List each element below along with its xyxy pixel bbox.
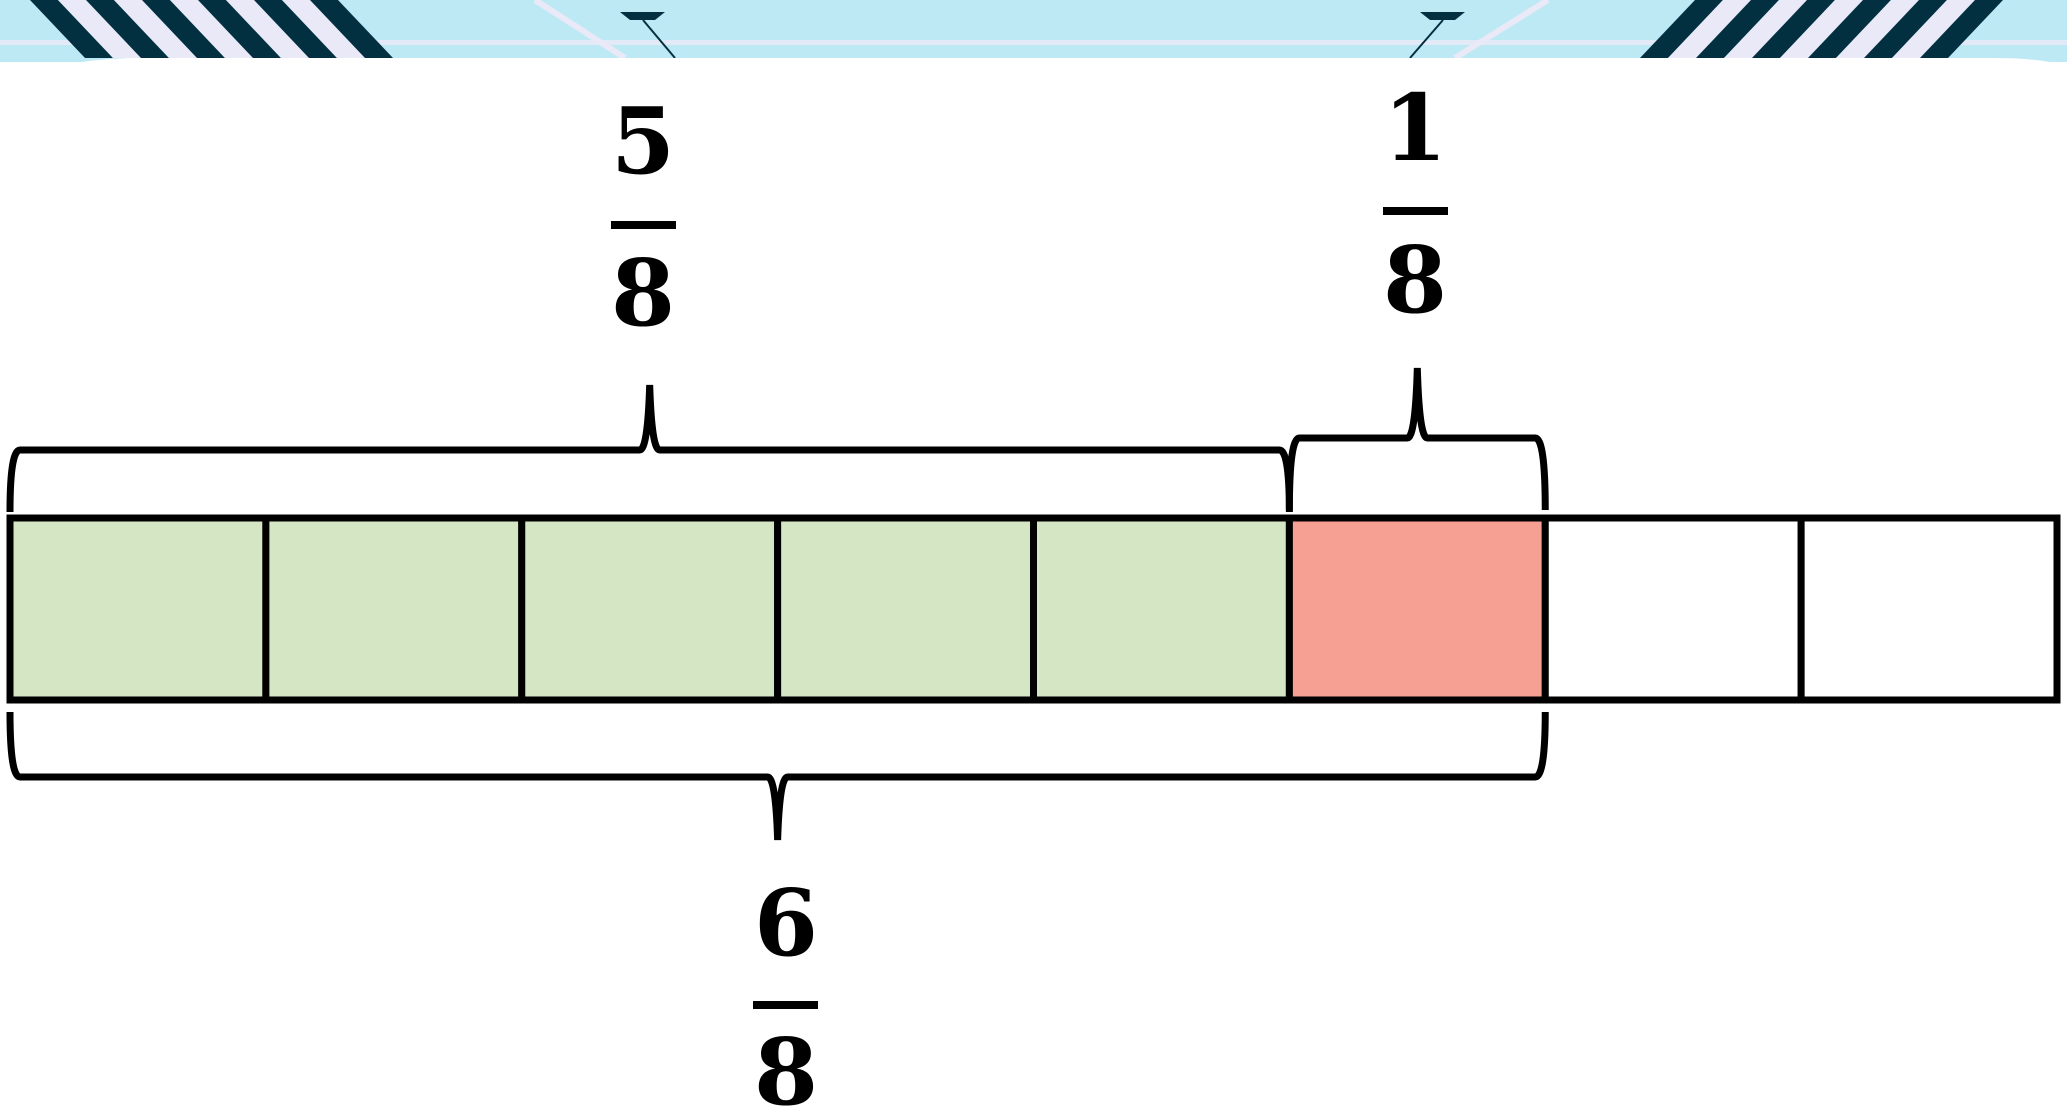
banner-stripe bbox=[226, 0, 309, 58]
banner-stripe bbox=[254, 0, 337, 58]
numerator-five: 5 bbox=[611, 87, 675, 195]
banner-diagonal-right bbox=[1453, 0, 1550, 61]
banner-hanger-left bbox=[620, 12, 676, 59]
banner-line bbox=[0, 40, 2067, 45]
denominator-eight: 8 bbox=[611, 239, 675, 347]
bar-part-green bbox=[518, 514, 782, 704]
banner-stripe bbox=[1752, 0, 1835, 58]
fraction-label-one-eighth: 1 8 bbox=[1383, 74, 1448, 334]
banner-stripe bbox=[1696, 0, 1779, 58]
brace-top-five-eighths bbox=[6, 384, 1293, 513]
top-banner bbox=[0, 0, 2067, 62]
banner-stripe bbox=[1920, 0, 2003, 58]
banner-stripe bbox=[1640, 0, 1723, 58]
banner-stripe bbox=[282, 0, 365, 58]
banner-stripe bbox=[1864, 0, 1947, 58]
bar-part-green bbox=[774, 514, 1037, 704]
banner-stripe bbox=[1808, 0, 1891, 58]
bar-part-green bbox=[1030, 514, 1293, 704]
banner-stripe bbox=[1724, 0, 1807, 58]
brace-top-one-eighth bbox=[1285, 367, 1549, 511]
banner-stripe bbox=[114, 0, 197, 58]
banner-stripes-right bbox=[1640, 0, 2003, 58]
fraction-bar bbox=[6, 514, 2061, 704]
banner-stripe bbox=[86, 0, 169, 58]
banner-diagonal-left bbox=[533, 0, 627, 61]
banner-stripe bbox=[30, 0, 113, 58]
fraction-line bbox=[753, 1001, 818, 1009]
banner-stripe bbox=[1892, 0, 1975, 58]
banner-stripe bbox=[1836, 0, 1919, 58]
banner-stripe bbox=[142, 0, 225, 58]
banner-stripe bbox=[170, 0, 253, 58]
banner-stripe bbox=[58, 0, 141, 58]
banner-stripe bbox=[310, 0, 393, 58]
banner-hanger-right bbox=[1409, 12, 1465, 59]
banner-stripe bbox=[1780, 0, 1863, 58]
bar-part-empty bbox=[1797, 514, 2061, 704]
numerator-six: 6 bbox=[754, 869, 818, 977]
brace-bottom-six-eighths bbox=[6, 711, 1549, 841]
bar-part-green bbox=[6, 514, 270, 704]
bar-part-green bbox=[262, 514, 526, 704]
banner-stripe bbox=[1668, 0, 1751, 58]
fraction-line bbox=[611, 221, 676, 229]
fraction-label-five-eighths: 5 8 bbox=[611, 87, 676, 347]
fraction-label-six-eighths: 6 8 bbox=[753, 869, 818, 1115]
fraction-line bbox=[1383, 207, 1448, 215]
banner-stripe bbox=[198, 0, 281, 58]
denominator-eight: 8 bbox=[754, 1018, 818, 1115]
numerator-one: 1 bbox=[1383, 74, 1447, 182]
bar-part-empty bbox=[1541, 514, 1805, 704]
banner-stripes-left bbox=[30, 0, 393, 58]
bar-part-red bbox=[1285, 514, 1549, 704]
denominator-eight: 8 bbox=[1383, 226, 1447, 334]
